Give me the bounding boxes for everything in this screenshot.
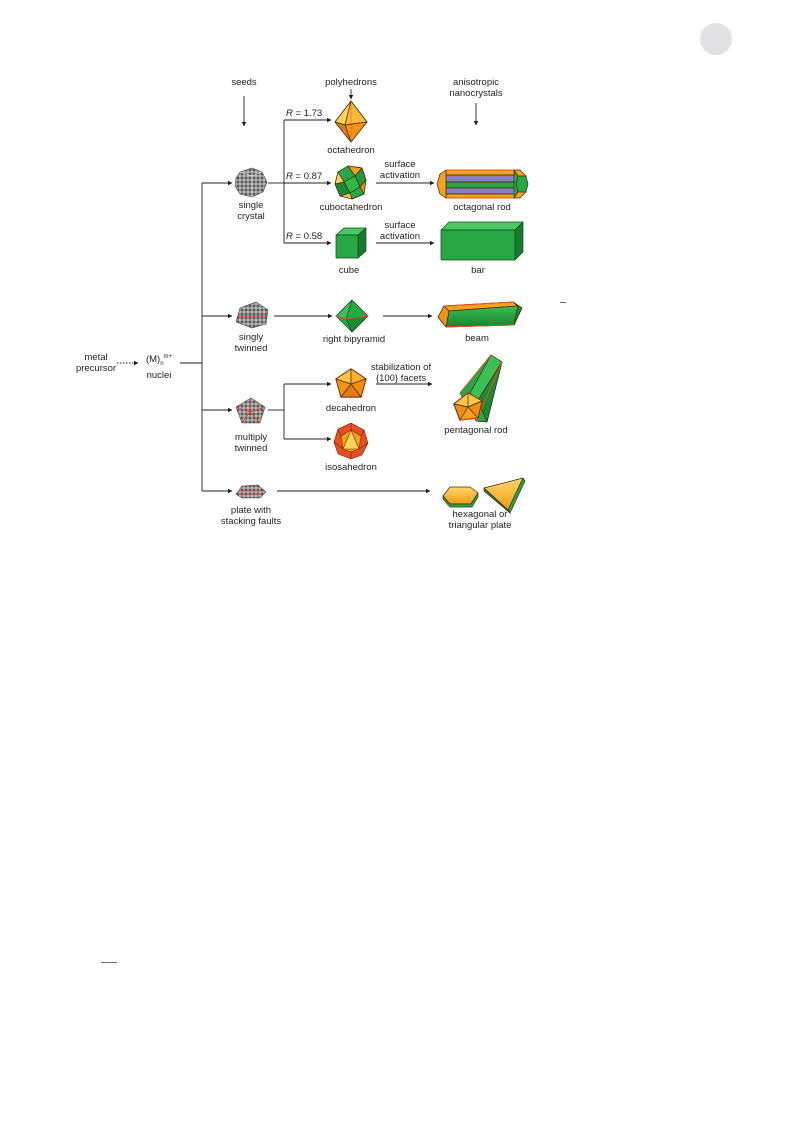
label-cuboctahedron: cuboctahedron [319, 202, 383, 213]
label-stabilization: stabilization of {100} facets [370, 362, 432, 384]
bar-shape [440, 221, 524, 261]
header-polyhedrons: polyhedrons [325, 77, 377, 88]
octagonal-rod-shape [436, 169, 529, 199]
seed-multiply-twinned [235, 397, 266, 424]
footnote-rule [101, 962, 117, 963]
decahedron-shape [335, 368, 367, 398]
seed-singly-twinned [235, 301, 269, 329]
label-isosahedron: isosahedron [325, 462, 377, 473]
label-surface-activation-1: surface activation [379, 159, 421, 181]
pentagonal-rod-shape [453, 354, 503, 423]
cuboctahedron-shape [334, 165, 367, 200]
seed-single-crystal [234, 167, 268, 198]
label-right-bipyramid: right bipyramid [322, 334, 386, 345]
stray-mark [560, 302, 566, 303]
label-pentagonal-rod: pentagonal rod [444, 425, 508, 436]
isosahedron-shape [333, 422, 369, 460]
label-decahedron: decahedron [325, 403, 377, 414]
hexagonal-plate-shape [442, 486, 479, 508]
label-cube: cube [338, 265, 360, 276]
ratio-octahedron: R = 1.73 [286, 108, 323, 119]
nuclei-formula: (M)nm+ [145, 354, 173, 368]
ratio-cuboctahedron: R = 0.87 [286, 171, 323, 182]
header-anisotropic: anisotropic nanocrystals [449, 77, 503, 99]
right-bipyramid-shape [335, 299, 369, 333]
octahedron-shape [334, 100, 368, 143]
header-seeds: seeds [231, 77, 257, 88]
cube-shape [335, 227, 367, 259]
triangular-plate-shape [483, 477, 526, 514]
label-single-crystal: single crystal [237, 200, 265, 222]
label-hexagonal-triangular-plate: hexagonal or triangular plate [448, 509, 512, 531]
label-octahedron: octahedron [327, 145, 375, 156]
label-bar: bar [471, 265, 485, 276]
label-multiply-twinned: multiply twinned [234, 432, 268, 454]
flow-arrows [117, 89, 479, 494]
label-beam: beam [465, 333, 489, 344]
label-surface-activation-2: surface activation [379, 220, 421, 242]
page-indicator-dot [700, 23, 732, 55]
label-singly-twinned: singly twinned [234, 332, 268, 354]
ratio-cube: R = 0.58 [286, 231, 323, 242]
beam-shape [437, 301, 523, 328]
label-octagonal-rod: octagonal rod [453, 202, 511, 213]
label-plate-stacking-faults: plate with stacking faults [220, 505, 282, 527]
label-metal-precursor: metal precursor [75, 352, 117, 374]
seed-plate-stacking-faults [235, 484, 267, 499]
label-nuclei: (M)nm+ nuclei [145, 354, 173, 382]
